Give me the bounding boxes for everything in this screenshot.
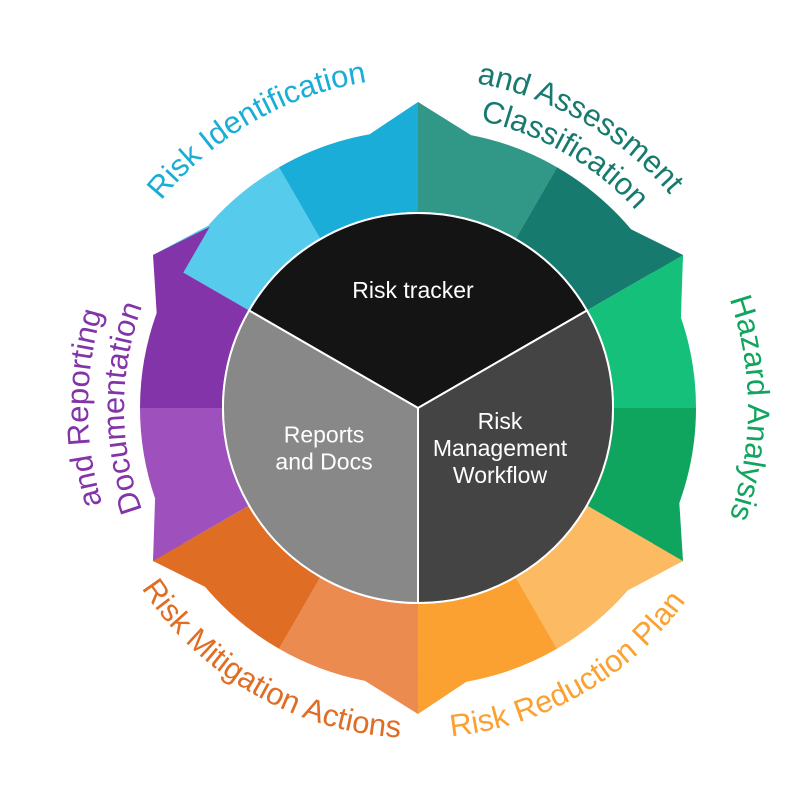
- arrow-tip-icon: [153, 226, 210, 319]
- core-label-risk-tracker-line: Risk tracker: [352, 277, 474, 303]
- segment-risk-mitigation-actions: [177, 506, 320, 649]
- core-label-workflow-line: Workflow: [453, 462, 548, 488]
- stage-label-hazard-analysis: Hazard Analysis: [723, 290, 776, 525]
- core-label-risk-tracker: Risk tracker: [352, 277, 474, 303]
- segment-hazard-analysis: [587, 408, 696, 547]
- stage-label-text: Hazard Analysis: [723, 290, 776, 525]
- core-label-reports-line: Reports: [284, 422, 365, 448]
- segment-documentation-reporting-light: [139, 408, 249, 561]
- segment-risk-reduction-plan-light: [516, 506, 683, 649]
- core-sector-workflow: [417, 309, 615, 605]
- segment-risk-identification-light: [153, 167, 320, 310]
- core-label-workflow-line: Management: [433, 435, 568, 461]
- segment-risk-identification: [279, 130, 418, 239]
- core-label-workflow-line: Risk: [478, 408, 523, 434]
- segment-documentation-reporting: [140, 269, 249, 408]
- segment-classification-assessment-light: [418, 102, 557, 239]
- core-sector-reports: [221, 309, 419, 605]
- core-label-reports-line: and Docs: [275, 449, 372, 475]
- segment-hazard-analysis-light: [587, 255, 696, 408]
- segment-risk-reduction-plan: [418, 577, 557, 687]
- segment-risk-mitigation-actions-light: [279, 577, 418, 714]
- stage-ring: [139, 102, 696, 714]
- segment-classification-assessment: [516, 167, 659, 310]
